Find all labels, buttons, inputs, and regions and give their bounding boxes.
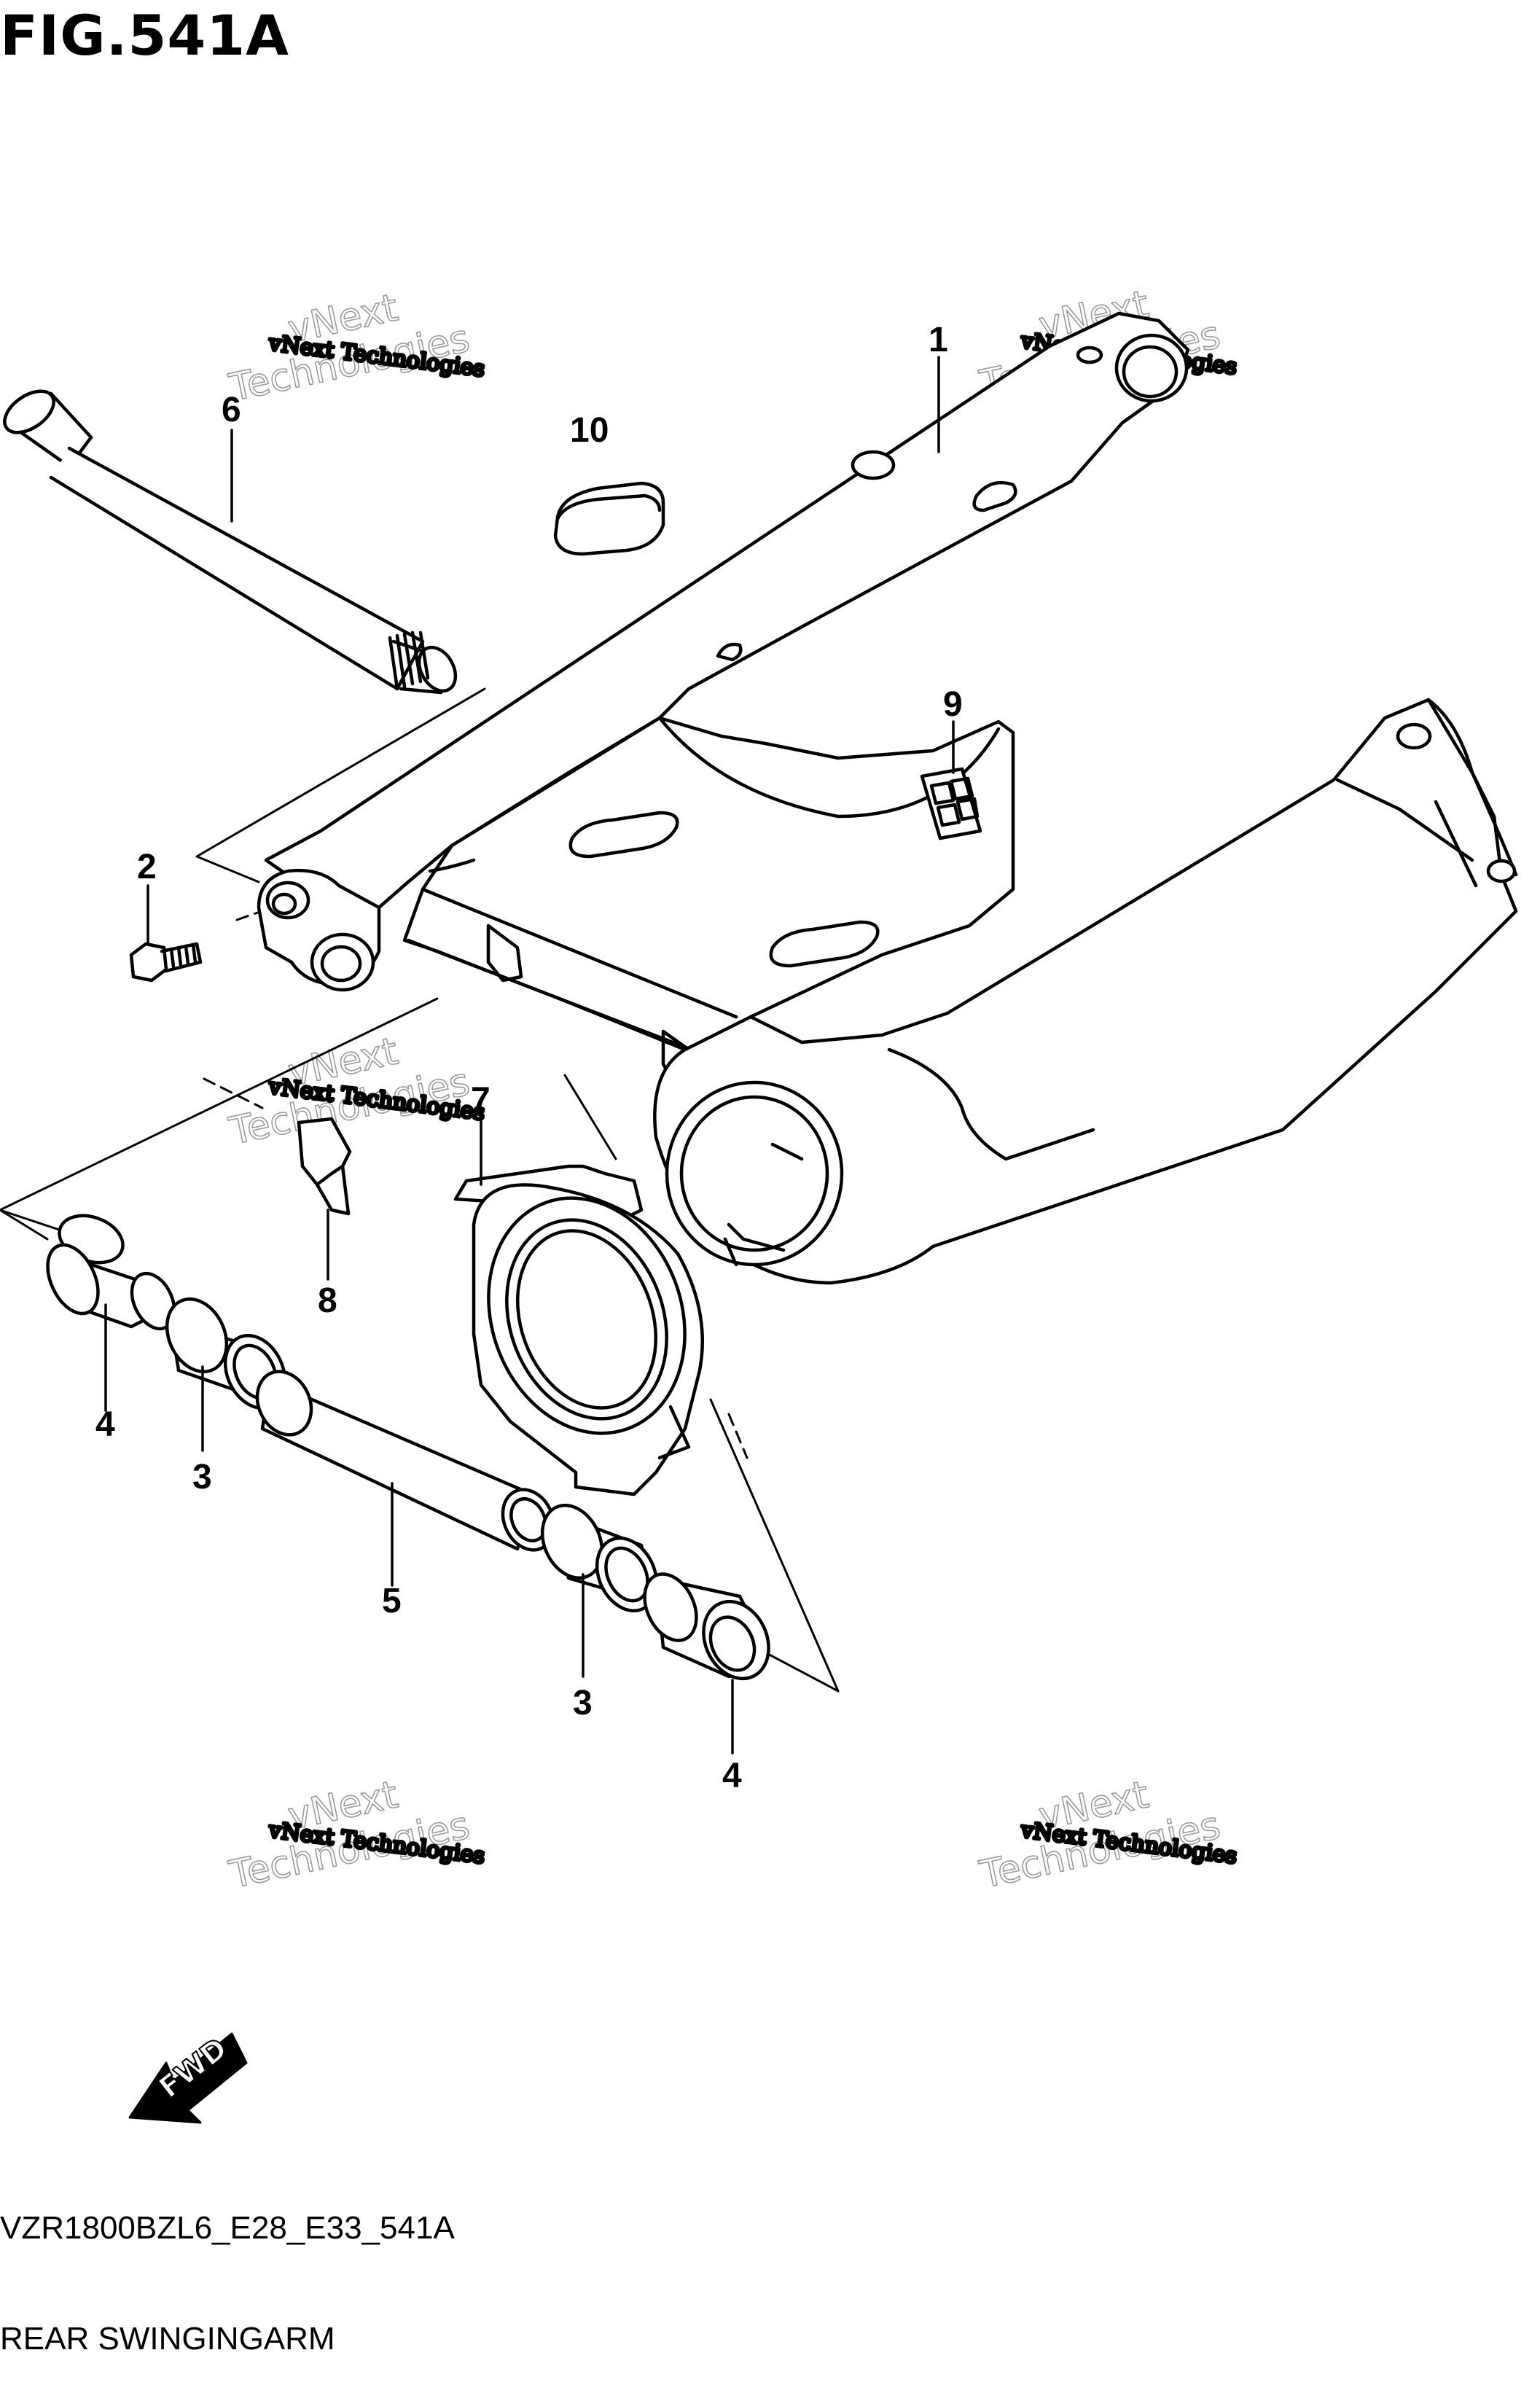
part-10-cap (553, 481, 665, 556)
callout-1: 1 (929, 321, 948, 359)
watermark-group-1: vNext Technologies vNext Technologies (224, 286, 488, 411)
callout-4a: 4 (95, 1405, 115, 1444)
watermark-group-5: vNext Technologies vNext Technologies (224, 1773, 488, 1898)
fwd-arrow-icon (128, 2032, 248, 2124)
callout-3b: 3 (573, 1684, 593, 1722)
diagram-code: VZR1800BZL6_E28_E33_541A (0, 2210, 455, 2246)
callout-7: 7 (471, 1081, 490, 1120)
part-3-bearing-right (540, 1503, 659, 1613)
callout-10: 10 (570, 411, 609, 450)
part-8-clip (297, 1117, 352, 1216)
callout-5: 5 (382, 1582, 402, 1620)
part-6-pivot-shaft (3, 389, 458, 695)
fwd-badge: FWD (128, 2031, 248, 2124)
callout-3a: 3 (192, 1458, 212, 1496)
part-1-swingarm (257, 311, 1518, 1285)
diagram-caption: REAR SWINGINGARM (0, 2321, 335, 2357)
callout-8: 8 (318, 1281, 337, 1320)
figure-title: FIG.541A (0, 3, 289, 68)
part-7-cover (453, 1164, 704, 1496)
callout-4b: 4 (722, 1757, 742, 1795)
callout-6: 6 (222, 391, 241, 429)
callout-2: 2 (137, 848, 157, 886)
callout-9: 9 (943, 685, 963, 724)
callout-labels: 1 2 3 3 4 4 5 6 7 8 9 10 (95, 321, 963, 1795)
part-9-plate (920, 767, 982, 840)
leader-lines (104, 356, 955, 1754)
part-2-bolt (129, 942, 203, 983)
part-4-collar-right (643, 1572, 770, 1681)
watermark-group-3: vNext Technologies vNext Technologies (224, 1029, 488, 1155)
watermark-group-6: vNext Technologies vNext Technologies (975, 1773, 1240, 1898)
part-4-collar-left (46, 1214, 176, 1331)
